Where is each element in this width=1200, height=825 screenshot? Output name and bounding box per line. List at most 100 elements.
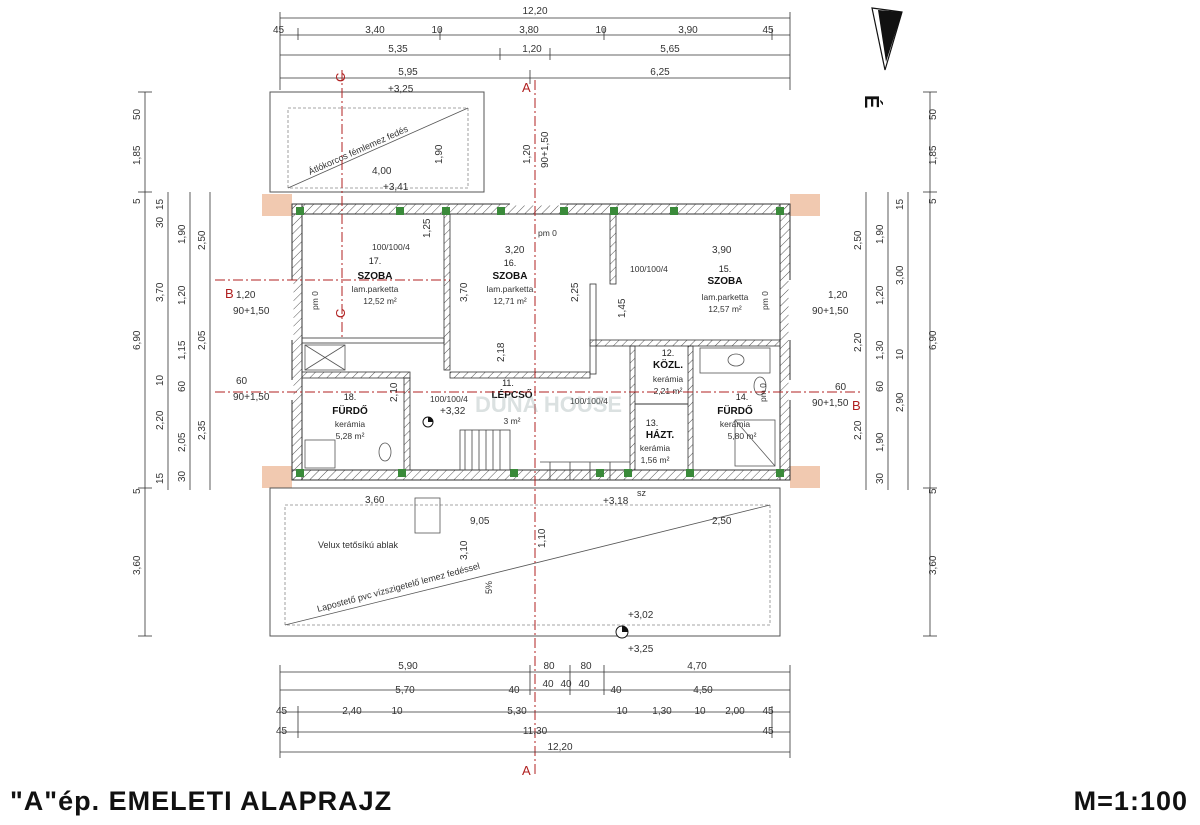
left-dim: 6,90 xyxy=(132,330,143,350)
room-floor: lam.parketta xyxy=(352,284,399,294)
internal-dim: 2,10 xyxy=(389,382,400,402)
level-mark: +3,02 xyxy=(628,610,654,621)
internal-dim: 3,10 xyxy=(459,540,470,560)
internal-dim: 3,20 xyxy=(505,245,525,256)
bottom-dim: 5,30 xyxy=(507,706,527,717)
bottom-dim: 80 xyxy=(580,661,592,672)
bottom-dim: 2,40 xyxy=(342,706,362,717)
drawing-title: "A"ép. EMELETI ALAPRAJZ xyxy=(10,786,393,816)
room-12: 12. KÖZL. kerámia 2,21 m² xyxy=(653,348,684,396)
internal-dim: 3,60 xyxy=(365,495,385,506)
top-dim: 3,40 xyxy=(365,25,385,36)
left-dim: 1,15 xyxy=(177,340,188,360)
bottom-dim: 5,70 xyxy=(395,685,415,696)
right-dim: 1,20 xyxy=(875,285,886,305)
window-symbols xyxy=(290,202,792,400)
level-mark: +3,18 xyxy=(603,496,629,507)
window-label: 100/100/4 xyxy=(570,396,608,406)
room-area: 5,80 m² xyxy=(728,431,757,441)
top-dim: 6,25 xyxy=(650,67,670,78)
level-marker-icon xyxy=(422,416,434,428)
room-number: 18. xyxy=(344,392,357,402)
bottom-dim: 40 xyxy=(610,685,622,696)
room-name: KÖZL. xyxy=(653,358,683,371)
room-area: 12,57 m² xyxy=(708,304,742,314)
opening-dim: 90+1,50 xyxy=(540,131,551,168)
left-dimension-chains xyxy=(138,91,211,637)
room-name: FÜRDŐ xyxy=(332,404,368,417)
top-dim: 5,35 xyxy=(388,44,408,55)
internal-dim: 1,20 xyxy=(522,144,533,164)
bottom-dim: 10 xyxy=(391,706,403,717)
bottom-dim: 4,70 xyxy=(687,661,707,672)
opening-dim: 90+1,50 xyxy=(812,398,849,409)
top-dim: 3,80 xyxy=(519,25,539,36)
bottom-dim: 40 xyxy=(508,685,520,696)
lower-flat-roof xyxy=(269,487,781,637)
room-floor: lam.parketta xyxy=(487,284,534,294)
top-dim: 10 xyxy=(595,25,607,36)
room-area: 5,28 m² xyxy=(336,431,365,441)
left-dim: 2,20 xyxy=(155,410,166,430)
top-dim: 10 xyxy=(431,25,443,36)
internal-dim: 2,25 xyxy=(570,282,581,302)
staircase xyxy=(459,429,630,480)
opening-dim: 60 xyxy=(835,382,847,393)
top-dim-total: 12,20 xyxy=(522,6,547,17)
room-name: LÉPCSŐ xyxy=(491,388,532,401)
left-dim: 15 xyxy=(155,198,166,210)
right-dim: 10 xyxy=(895,348,906,360)
window-label: 100/100/4 xyxy=(630,264,668,274)
top-dim: 1,20 xyxy=(522,44,542,55)
slope-label: 5% xyxy=(484,581,494,594)
right-dim: 30 xyxy=(875,472,886,484)
right-dim: 1,90 xyxy=(875,224,886,244)
right-dim: 1,30 xyxy=(875,340,886,360)
left-dim: 2,05 xyxy=(177,432,188,452)
bottom-dim: 2,00 xyxy=(725,706,745,717)
section-a-bottom: A xyxy=(522,763,531,778)
room-17: 17. SZOBA lam.parketta 12,52 m² xyxy=(352,256,399,306)
left-dim: 10 xyxy=(155,374,166,386)
left-dim: 3,60 xyxy=(132,555,143,575)
opening-dim: 90+1,50 xyxy=(812,306,849,317)
bottom-dim: 40 xyxy=(542,679,554,690)
top-dim: 45 xyxy=(273,25,285,36)
right-dim: 5 xyxy=(928,488,939,494)
room-name: FÜRDŐ xyxy=(717,404,753,417)
right-dim: 2,50 xyxy=(853,230,864,250)
left-dim: 5 xyxy=(132,198,143,204)
internal-dim: 1,25 xyxy=(422,218,433,238)
room-number: 14. xyxy=(736,392,749,402)
room-name: SZOBA xyxy=(493,271,528,282)
internal-dim: 2,18 xyxy=(496,342,507,362)
level-marker-icon xyxy=(615,625,629,639)
room-name: SZOBA xyxy=(358,271,393,282)
window-label: 100/100/4 xyxy=(372,242,410,252)
room-area: 1,56 m² xyxy=(641,455,670,465)
bottom-dim: 80 xyxy=(543,661,555,672)
room-floor: kerámia xyxy=(335,419,366,429)
internal-dim: 3,70 xyxy=(459,282,470,302)
north-arrow-icon xyxy=(871,7,903,71)
bottom-dim: 45 xyxy=(762,706,774,717)
internal-dim: 1,45 xyxy=(617,298,628,318)
right-dim: 6,90 xyxy=(928,330,939,350)
room-area: 3 m² xyxy=(504,416,521,426)
room-floor: lam.parketta xyxy=(702,292,749,302)
watermark: DUNA HOUSE xyxy=(475,392,622,417)
roof-note-bottom: Lapostető pvc vízszigetelő lemez fedésse… xyxy=(316,561,481,614)
bottom-dim: 45 xyxy=(276,726,288,737)
left-dim: 30 xyxy=(177,470,188,482)
left-dim: 60 xyxy=(177,380,188,392)
room-number: 15. xyxy=(719,264,732,274)
upper-roof-terrace xyxy=(269,91,485,193)
opening-dim: 60 xyxy=(236,376,248,387)
right-dim: 3,60 xyxy=(928,555,939,575)
opening-dim: 1,20 xyxy=(236,290,256,301)
bottom-dim-total: 12,20 xyxy=(547,742,572,753)
right-dim: 2,20 xyxy=(853,332,864,352)
section-b-right: B xyxy=(852,398,861,413)
left-dim: 5 xyxy=(132,488,143,494)
top-dimension-chains xyxy=(279,12,791,90)
